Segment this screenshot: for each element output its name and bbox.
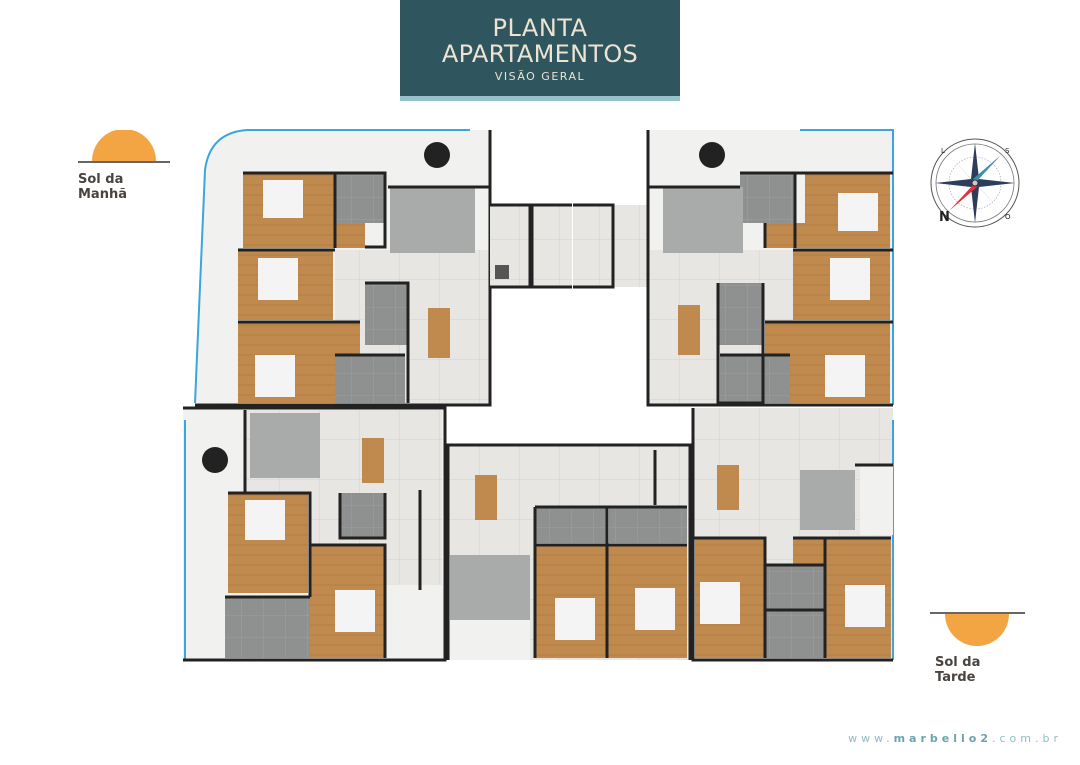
morning-sun-label: Sol da Manhã — [78, 172, 127, 202]
living-rug — [390, 187, 475, 253]
bathroom — [535, 507, 607, 543]
bathroom — [225, 597, 310, 658]
title-line-1: PLANTA — [492, 14, 588, 42]
title-banner: PLANTA APARTAMENTOS VISÃO GERAL — [400, 0, 680, 101]
compass-east-label: L — [941, 147, 945, 155]
living-rug — [800, 470, 855, 530]
bathroom — [365, 283, 408, 345]
morning-sun-indicator: Sol da Manhã — [78, 129, 170, 202]
apartment-bottom-left — [183, 406, 447, 662]
apartment-top-left — [194, 129, 492, 407]
afternoon-sun-indicator: Sol da Tarde — [930, 610, 1025, 685]
bathroom — [720, 355, 790, 403]
bathroom — [340, 493, 385, 538]
apartment-bottom-middle — [446, 443, 692, 660]
sun-icon — [78, 129, 170, 163]
bathroom — [335, 355, 405, 403]
website-suffix: .com.br — [992, 732, 1062, 745]
apartment-bottom-right — [691, 408, 894, 662]
compass-north-label: N — [939, 210, 950, 225]
apartment-top-right — [573, 129, 894, 407]
title-line-2: APARTAMENTOS — [441, 40, 639, 68]
living-rug — [450, 555, 530, 620]
bathroom — [718, 283, 763, 345]
compass-south-label: S — [1005, 147, 1010, 155]
compass-rose: N S L O — [925, 133, 1025, 237]
compass-west-label: O — [1005, 213, 1011, 221]
bathroom — [335, 173, 385, 223]
living-rug — [663, 187, 743, 253]
website-brand: marbello2 — [893, 732, 992, 745]
bathroom — [740, 173, 795, 223]
subtitle: VISÃO GERAL — [494, 70, 586, 83]
sun-icon — [930, 612, 1025, 646]
bathroom — [609, 507, 687, 543]
website-prefix: www. — [848, 732, 894, 745]
afternoon-sun-label: Sol da Tarde — [935, 655, 981, 685]
living-rug — [250, 413, 320, 478]
website-url[interactable]: www.marbello2.com.br — [848, 732, 1062, 745]
